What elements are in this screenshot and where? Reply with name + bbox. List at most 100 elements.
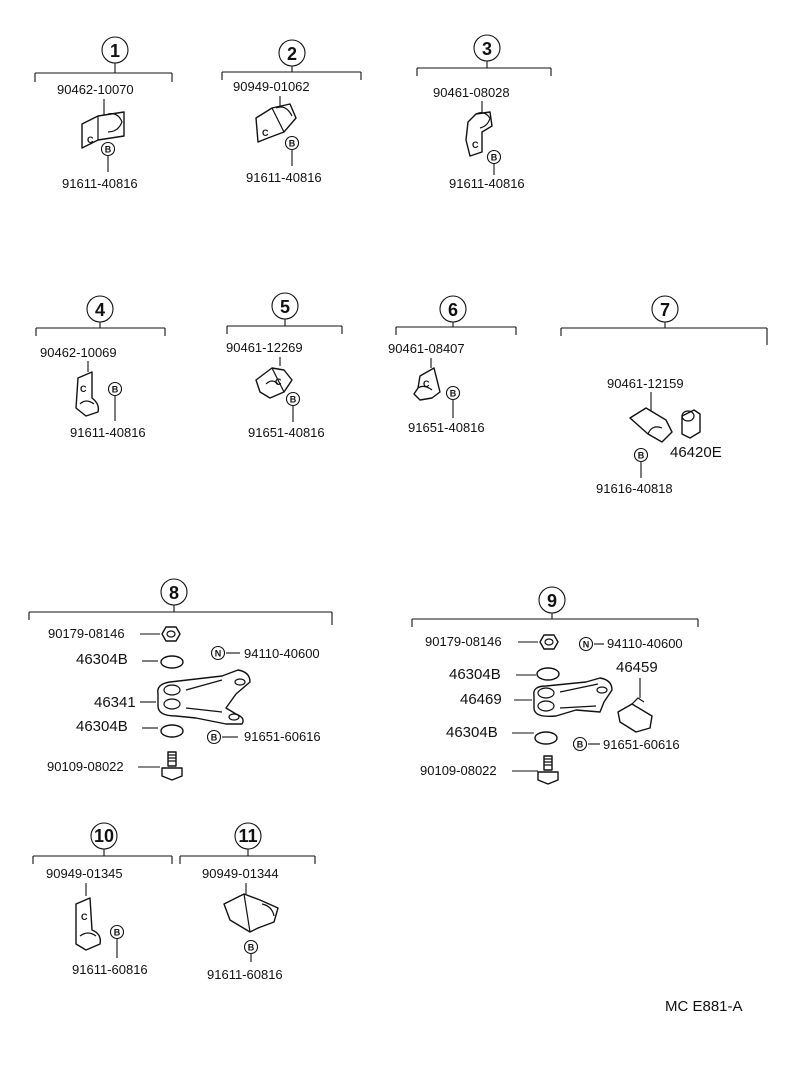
group-9-nut-part-number: 90179-08146: [425, 634, 502, 649]
group-3-number: 3: [482, 39, 492, 59]
group-6-bolt-symbol-letter: B: [450, 389, 457, 399]
group-9-upper-bushing-icon: [536, 667, 560, 681]
group-1-bracket: [34, 63, 173, 82]
group-7-clamp-icon: [629, 407, 673, 443]
group-2-clamp-part-number: 90949-01062: [233, 79, 310, 94]
group-8-lower-bushing-icon: [160, 724, 184, 738]
group-1-clamp-part-number: 90462-10070: [57, 82, 134, 97]
group-2-bolt-symbol-letter: B: [289, 139, 296, 149]
group-7-bracket: [560, 322, 768, 345]
group-9-bolt-part-number: 91651-60616: [603, 737, 680, 752]
group-11-bracket: [179, 849, 316, 864]
group-6-bolt-symbol: [445, 385, 461, 401]
group-9-lever-part-number: 46469: [460, 691, 502, 708]
group-5-clamp-part-number: 90461-12269: [226, 340, 303, 355]
group-5-number: 5: [280, 297, 290, 317]
group-7-bolt-symbol: [633, 447, 649, 463]
group-6-bolt-part-number: 91651-40816: [408, 420, 485, 435]
group-11-clamp-part-number: 90949-01344: [202, 866, 279, 881]
group-10: 10 90949-01345 C B 91611-60816: [32, 822, 173, 977]
group-9-washer-part-number: 94110-40600: [607, 636, 683, 651]
group-8: 8 90179-08146 46304B N 94110-40600 46341…: [28, 578, 333, 781]
group-5-clip-mark: C: [275, 377, 282, 387]
group-1-clip-mark: C: [87, 135, 94, 145]
group-1-number: 1: [110, 41, 120, 61]
group-9-lower-bushing-icon: [534, 731, 558, 745]
group-9-pivot-bolt-icon: [537, 755, 559, 785]
group-10-clamp-part-number: 90949-01345: [46, 866, 123, 881]
group-6-number: 6: [448, 300, 458, 320]
group-3-clamp-part-number: 90461-08028: [433, 85, 510, 100]
group-8-pivot-bolt-part-number: 90109-08022: [47, 759, 124, 774]
group-2-bracket: [221, 66, 362, 80]
group-2-bolt-part-number: 91611-40816: [246, 170, 322, 185]
group-3-bolt-symbol-letter: B: [491, 153, 498, 163]
group-3-clamp-icon: C: [465, 111, 493, 157]
group-8-nut-symbol-letter: N: [215, 649, 222, 659]
group-7-bolt-symbol-letter: B: [638, 451, 645, 461]
group-3-clip-mark: C: [472, 140, 479, 150]
group-5-bolt-symbol: [285, 391, 301, 407]
group-3-bolt-symbol: [486, 149, 502, 165]
group-2-bolt-symbol: [284, 135, 300, 151]
group-7-clamp-part-number: 90461-12159: [607, 376, 684, 391]
group-10-bolt-symbol: [109, 924, 125, 940]
group-8-bolt-part-number: 91651-60616: [244, 729, 321, 744]
group-7-bolt-part-number: 91616-40818: [596, 481, 673, 496]
group-10-clamp-icon: C: [75, 897, 102, 951]
group-9-clip-icon: [617, 697, 653, 733]
group-9-lower-bushing-part-number: 46304B: [446, 724, 498, 741]
group-7-bushing-icon: [681, 409, 701, 439]
group-9: 9 90179-08146 N 94110-40600 46304B 46459…: [411, 586, 699, 785]
group-8-nut-part-number: 90179-08146: [48, 626, 125, 641]
group-8-number: 8: [169, 583, 179, 603]
group-8-upper-bushing-part-number: 46304B: [76, 651, 128, 668]
group-4-clamp-icon: C: [75, 371, 100, 417]
group-1-clamp-icon: C: [81, 111, 125, 149]
group-2-clip-mark: C: [262, 128, 269, 138]
group-10-number: 10: [94, 826, 114, 846]
group-11-bolt-part-number: 91611-60816: [207, 967, 283, 982]
diagram-reference-code: MC E881-A: [665, 998, 743, 1015]
group-8-lower-bushing-part-number: 46304B: [76, 718, 128, 735]
group-9-upper-bushing-part-number: 46304B: [449, 666, 501, 683]
group-4-bolt-symbol: [107, 381, 123, 397]
group-9-number: 9: [547, 591, 557, 611]
group-5-clamp-icon: C: [255, 367, 293, 399]
group-6-clip-mark: C: [423, 379, 430, 389]
group-4: 4 90462-10069 C B 91611-40816: [35, 295, 166, 440]
group-1-bolt-symbol-letter: B: [105, 145, 112, 155]
group-9-nut-icon: [539, 634, 559, 650]
group-2-clamp-icon: C: [255, 103, 297, 143]
group-1: 1 90462-10070 C B 91611-40816: [34, 36, 173, 191]
group-9-nut-symbol-letter: N: [583, 640, 590, 650]
group-8-pivot-bolt-icon: [161, 751, 183, 781]
group-9-lever-icon: [533, 677, 613, 718]
group-7: 7 90461-12159 46420E B 91616-40818: [560, 295, 768, 496]
group-9-bolt-symbol: [572, 736, 588, 752]
group-8-bolt-symbol-letter: B: [211, 733, 218, 743]
group-8-nut-symbol: [210, 645, 226, 661]
group-5: 5 90461-12269 C B 91651-40816: [226, 292, 343, 440]
group-9-bolt-symbol-letter: B: [577, 740, 584, 750]
group-4-bolt-symbol-letter: B: [112, 385, 119, 395]
group-11-number: 11: [238, 826, 257, 846]
group-11-bolt-symbol: [243, 939, 259, 955]
group-4-clamp-part-number: 90462-10069: [40, 345, 117, 360]
group-10-bolt-part-number: 91611-60816: [72, 962, 148, 977]
group-6-clamp-icon: C: [413, 367, 441, 401]
group-9-bracket: [411, 613, 699, 627]
group-6: 6 90461-08407 C B 91651-40816: [388, 295, 517, 435]
group-5-bolt-part-number: 91651-40816: [248, 425, 325, 440]
group-8-bracket: [28, 605, 333, 625]
group-3-bolt-part-number: 91611-40816: [449, 176, 525, 191]
group-11-clamp-icon: [223, 893, 279, 933]
group-9-nut-symbol: [578, 636, 594, 652]
group-4-number: 4: [95, 300, 105, 320]
group-8-lever-icon: [157, 669, 251, 725]
group-1-bolt-symbol: [100, 141, 116, 157]
group-3-bracket: [416, 61, 552, 76]
group-4-bracket: [35, 322, 166, 336]
group-9-pivot-bolt-part-number: 90109-08022: [420, 763, 497, 778]
